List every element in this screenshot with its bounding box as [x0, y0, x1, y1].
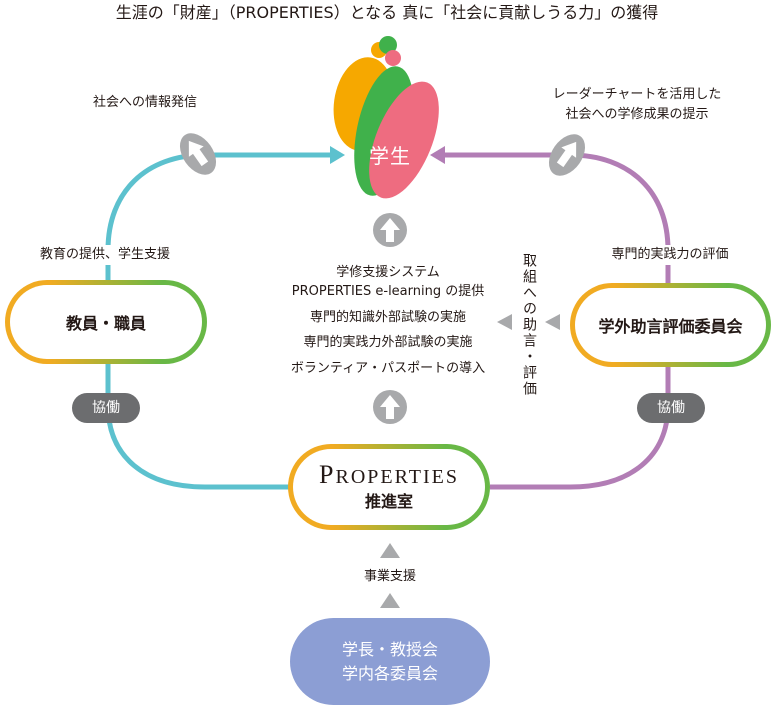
- up-triangle-icon: [380, 593, 400, 608]
- student-label: 学生: [369, 144, 411, 168]
- logo-pink-dot: [385, 50, 401, 66]
- left-arrowhead: [330, 146, 345, 164]
- outreach-caption-right: レーダーチャートを活用した 社会への学修成果の提示: [553, 85, 722, 125]
- collaboration-badge-left: 協働: [72, 393, 140, 423]
- faculty-staff-node: 教員・職員: [5, 280, 207, 364]
- external-committee-label: 学外助言評価委員会: [598, 317, 743, 336]
- upload-disc-icon: [548, 134, 586, 176]
- up-triangle-icon: [380, 543, 400, 558]
- initiative-item: 学修支援システム: [336, 265, 440, 280]
- up-arrow-circle-icon: [373, 213, 407, 247]
- initiative-item: PROPERTIES e-learning の提供: [291, 284, 485, 299]
- leadership-line: 学長・教授会: [341, 639, 438, 659]
- office-unit-label: 推進室: [364, 491, 413, 511]
- properties-logo-text: PROPERTIES: [319, 459, 459, 489]
- student-logo: [333, 36, 439, 199]
- leadership-node: 学長・教授会 学内各委員会: [290, 618, 490, 705]
- faculty-staff-label: 教員・職員: [65, 314, 146, 333]
- leadership-line: 学内各委員会: [341, 663, 438, 683]
- diagram-title: 生涯の「財産」（PROPERTIES）となる 真に「社会に貢献しうる力」の獲得: [115, 3, 659, 22]
- collaboration-badge-right: 協働: [637, 393, 705, 423]
- right-arrowhead: [430, 146, 445, 164]
- initiative-item: 専門的実践力外部試験の実施: [303, 335, 473, 350]
- initiative-item: 専門的知識外部試験の実施: [309, 310, 467, 325]
- left-triangle-icon: [497, 314, 512, 330]
- outreach-caption-left: 社会への情報発信: [92, 95, 198, 110]
- outreach-caption-right-line: 社会への学修成果の提示: [565, 107, 709, 122]
- support-label: 事業支援: [363, 569, 417, 584]
- flow-label-left: 教育の提供、学生支援: [34, 245, 176, 265]
- up-arrow-circle-icon: [373, 390, 407, 424]
- outreach-caption-right-line: レーダーチャートを活用した: [552, 87, 722, 102]
- logo-green-dot: [379, 36, 397, 54]
- initiative-item: ボランティア・パスポートの導入: [290, 361, 486, 376]
- advice-label: 取組への助言・評価: [521, 253, 537, 397]
- external-committee-node: 学外助言評価委員会: [570, 283, 771, 367]
- properties-office-node: PROPERTIES 推進室: [288, 444, 490, 530]
- logo-pink-ellipse: [369, 81, 439, 199]
- upload-disc-icon: [179, 133, 217, 175]
- flow-label-right: 専門的実践力の評価: [606, 245, 734, 265]
- left-triangle-icon: [545, 314, 560, 330]
